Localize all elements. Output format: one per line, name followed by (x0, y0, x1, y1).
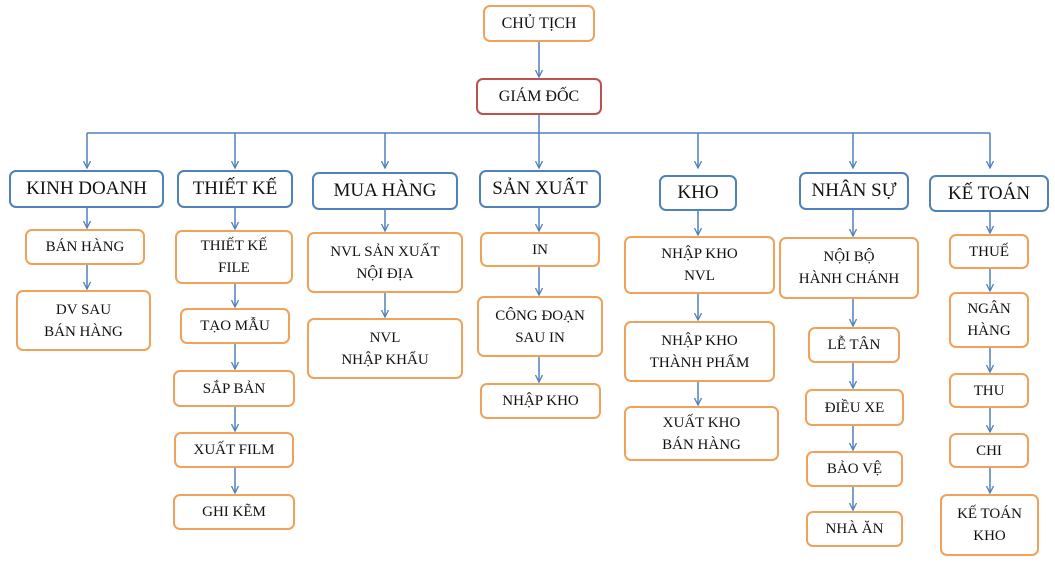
unit-nhap-kho-nvl: NHẬP KHO NVL (624, 236, 775, 294)
unit-nha-an: NHÀ ĂN (806, 511, 903, 547)
dept-nhan-su: NHÂN SỰ (799, 172, 909, 210)
unit-dv-sau-ban-hang: DV SAU BÁN HÀNG (16, 290, 151, 351)
director-box: GIÁM ĐỐC (476, 78, 602, 115)
unit-nhap-kho-thanh-pham: NHẬP KHO THÀNH PHẨM (624, 321, 775, 382)
dept-kinh-doanh: KINH DOANH (9, 170, 164, 208)
dept-thiet-ke: THIẾT KẾ (177, 170, 293, 208)
unit-tao-mau: TẠO MẪU (180, 308, 290, 344)
unit-ngan-hang: NGÂN HÀNG (949, 292, 1029, 348)
unit-nvl-nhap-khau: NVL NHẬP KHẨU (307, 318, 463, 379)
unit-chi: CHI (949, 433, 1029, 468)
unit-cong-doan-sau-in: CÔNG ĐOẠN SAU IN (477, 296, 603, 357)
unit-nhap-kho: NHẬP KHO (480, 383, 601, 419)
dept-mua-hang: MUA HÀNG (312, 172, 458, 210)
unit-xuat-kho-ban-hang: XUẤT KHO BÁN HÀNG (624, 406, 779, 461)
unit-noi-bo-hanh-chanh: NỘI BỘ HÀNH CHÁNH (779, 237, 919, 299)
dept-ke-toan: KẾ TOÁN (929, 175, 1049, 212)
unit-dieu-xe: ĐIỀU XE (805, 389, 904, 426)
unit-nvl-san-xuat-noi-dia: NVL SẢN XUẤT NỘI ĐỊA (307, 232, 463, 293)
unit-ban-hang: BÁN HÀNG (25, 229, 145, 265)
unit-ghi-kem: GHI KẼM (173, 494, 295, 530)
unit-ke-toan-kho: KẾ TOÁN KHO (940, 494, 1039, 556)
unit-thiet-ke-file: THIẾT KẾ FILE (175, 230, 293, 284)
unit-xuat-film: XUẤT FILM (174, 432, 294, 468)
unit-thu: THU (949, 373, 1029, 408)
unit-sap-ban: SẮP BẢN (173, 370, 295, 407)
dept-kho: KHO (659, 175, 737, 211)
dept-san-xuat: SẢN XUẤT (479, 170, 601, 208)
unit-bao-ve: BẢO VỆ (806, 451, 903, 487)
unit-in: IN (480, 232, 600, 267)
unit-le-tan: LỄ TÂN (808, 327, 900, 363)
unit-thue: THUẾ (949, 234, 1029, 269)
chairman-box: CHỦ TỊCH (483, 5, 595, 42)
